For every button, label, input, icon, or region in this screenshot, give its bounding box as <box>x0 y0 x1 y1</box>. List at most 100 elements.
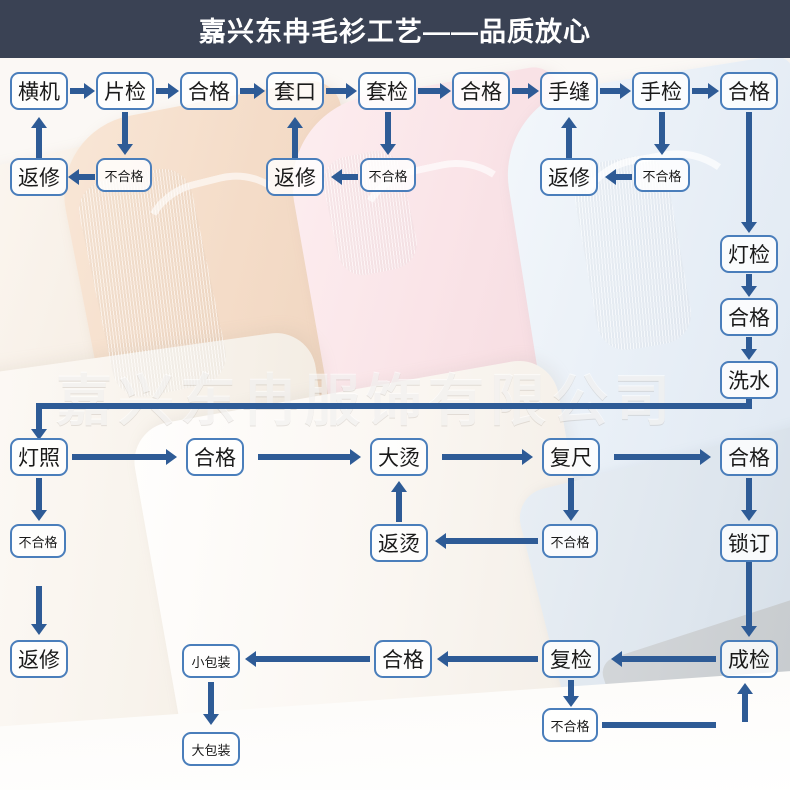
arrow-fanxiu-to-hengji <box>36 128 42 158</box>
arrowhead-up <box>737 683 753 694</box>
arrow-buhege-to-chengjian-h <box>602 722 716 728</box>
node-buhege-3[interactable]: 不合格 <box>634 158 690 192</box>
arrow-hege-to-xishui <box>746 337 752 349</box>
arrow-taojian-down <box>385 112 391 144</box>
arrow-hege-to-dengjian <box>746 112 752 222</box>
node-hege-3[interactable]: 合格 <box>720 72 778 110</box>
arrowhead-left <box>68 169 79 185</box>
node-dabaozhuang[interactable]: 大包装 <box>182 732 240 766</box>
node-buhege-5[interactable]: 不合格 <box>542 524 598 558</box>
arrow-buhege-to-fanxiu-3 <box>616 174 632 180</box>
arrowhead-down <box>563 696 579 707</box>
node-dengzhao[interactable]: 灯照 <box>10 438 68 476</box>
node-shoufeng[interactable]: 手缝 <box>540 72 598 110</box>
arrowhead-right <box>166 449 177 465</box>
arrowhead-down <box>654 144 670 155</box>
arrowhead-left <box>611 651 622 667</box>
node-hege-2[interactable]: 合格 <box>452 72 510 110</box>
node-fanxiu-2[interactable]: 返修 <box>266 158 324 196</box>
node-buhege-6[interactable]: 不合格 <box>542 708 598 742</box>
arrowhead-right <box>346 83 357 99</box>
arrow-xiaobaozhuang-to-dabaozhuang <box>208 682 214 714</box>
arrowhead-up <box>287 117 303 128</box>
arrowhead-left <box>605 169 616 185</box>
arrowhead-right <box>350 449 361 465</box>
node-hege-6[interactable]: 合格 <box>720 438 778 476</box>
arrow-pianjian-down <box>122 112 128 144</box>
arrow-shoujian-down <box>659 112 665 144</box>
arrow-buhege-to-fanxiu-2 <box>342 174 358 180</box>
node-dengjian[interactable]: 灯检 <box>720 235 778 273</box>
node-taojian[interactable]: 套检 <box>358 72 416 110</box>
arrowhead-right <box>620 83 631 99</box>
arrow-fanxiu-to-shoufeng <box>566 128 572 158</box>
node-datang[interactable]: 大烫 <box>370 438 428 476</box>
arrowhead-down <box>31 624 47 635</box>
node-taokou[interactable]: 套口 <box>266 72 324 110</box>
arrowhead-down <box>741 626 757 637</box>
arrowhead-down <box>741 510 757 521</box>
arrowhead-up <box>31 117 47 128</box>
wrap-connector-horizontal <box>36 403 752 409</box>
wrap-connector-vertical <box>36 403 42 429</box>
node-buhege-4[interactable]: 不合格 <box>10 524 66 558</box>
arrowhead-right <box>84 83 95 99</box>
arrow-shoufeng-to-shoujian <box>600 88 620 94</box>
node-hengji[interactable]: 横机 <box>10 72 68 110</box>
arrowhead-up <box>391 481 407 492</box>
arrowhead-right <box>254 83 265 99</box>
arrow-buhege-to-chengjian-v <box>742 694 748 722</box>
arrow-dengjian-to-hege <box>746 274 752 286</box>
arrow-buhege-to-fantang <box>446 538 538 544</box>
node-chengjian[interactable]: 成检 <box>720 640 778 678</box>
arrow-fuchi-down <box>568 478 574 510</box>
arrowhead-down <box>563 510 579 521</box>
node-fujian[interactable]: 复检 <box>542 640 600 678</box>
arrowhead-down <box>203 714 219 725</box>
node-hege-1[interactable]: 合格 <box>180 72 238 110</box>
arrow-hege-to-shoufeng <box>512 88 528 94</box>
node-buhege-1[interactable]: 不合格 <box>96 158 152 192</box>
node-xiaobaozhuang[interactable]: 小包装 <box>182 644 240 678</box>
arrow-buhege-to-fanxiu-4 <box>36 586 42 624</box>
arrowhead-left <box>331 169 342 185</box>
node-shoujian[interactable]: 手检 <box>632 72 690 110</box>
arrow-taojian-to-hege <box>418 88 440 94</box>
arrow-fanxiu-to-taokou <box>292 128 298 158</box>
arrowhead-right <box>528 83 539 99</box>
arrow-chengjian-to-fujian <box>622 656 716 662</box>
arrowhead-right <box>168 83 179 99</box>
node-hege-5[interactable]: 合格 <box>186 438 244 476</box>
arrow-taokou-to-taojian <box>326 88 346 94</box>
node-fanxiu-3[interactable]: 返修 <box>540 158 598 196</box>
arrow-hengji-to-pianjian <box>70 88 84 94</box>
node-pianjian[interactable]: 片检 <box>96 72 154 110</box>
node-buhege-2[interactable]: 不合格 <box>360 158 416 192</box>
arrow-suoding-to-chengjian <box>746 562 752 626</box>
node-xishui[interactable]: 洗水 <box>720 361 778 399</box>
arrowhead-down <box>741 349 757 360</box>
arrow-hege-to-xiaobaozhuang <box>256 656 370 662</box>
node-fanxiu-1[interactable]: 返修 <box>10 158 68 196</box>
node-suoding[interactable]: 锁订 <box>720 524 778 562</box>
arrow-buhege-to-fanxiu-1 <box>79 174 95 180</box>
arrow-hege-to-suoding <box>746 478 752 510</box>
node-fuchi[interactable]: 复尺 <box>542 438 600 476</box>
arrow-dengzhao-down <box>36 478 42 510</box>
arrowhead-right <box>700 449 711 465</box>
arrow-fuchi-to-hege <box>614 454 700 460</box>
arrow-pianjian-to-hege <box>156 88 168 94</box>
arrow-shoujian-to-hege <box>692 88 708 94</box>
header-banner: 嘉兴东冉毛衫工艺——品质放心 <box>0 0 790 58</box>
arrow-hege-to-datang <box>258 454 350 460</box>
node-fantang[interactable]: 返烫 <box>370 524 428 562</box>
arrow-dengzhao-to-hege <box>72 454 166 460</box>
arrowhead-up <box>561 117 577 128</box>
node-hege-4[interactable]: 合格 <box>720 298 778 336</box>
arrow-fantang-to-datang <box>396 492 402 522</box>
node-fanxiu-4[interactable]: 返修 <box>10 640 68 678</box>
node-hege-7[interactable]: 合格 <box>374 640 432 678</box>
arrowhead-right <box>708 83 719 99</box>
